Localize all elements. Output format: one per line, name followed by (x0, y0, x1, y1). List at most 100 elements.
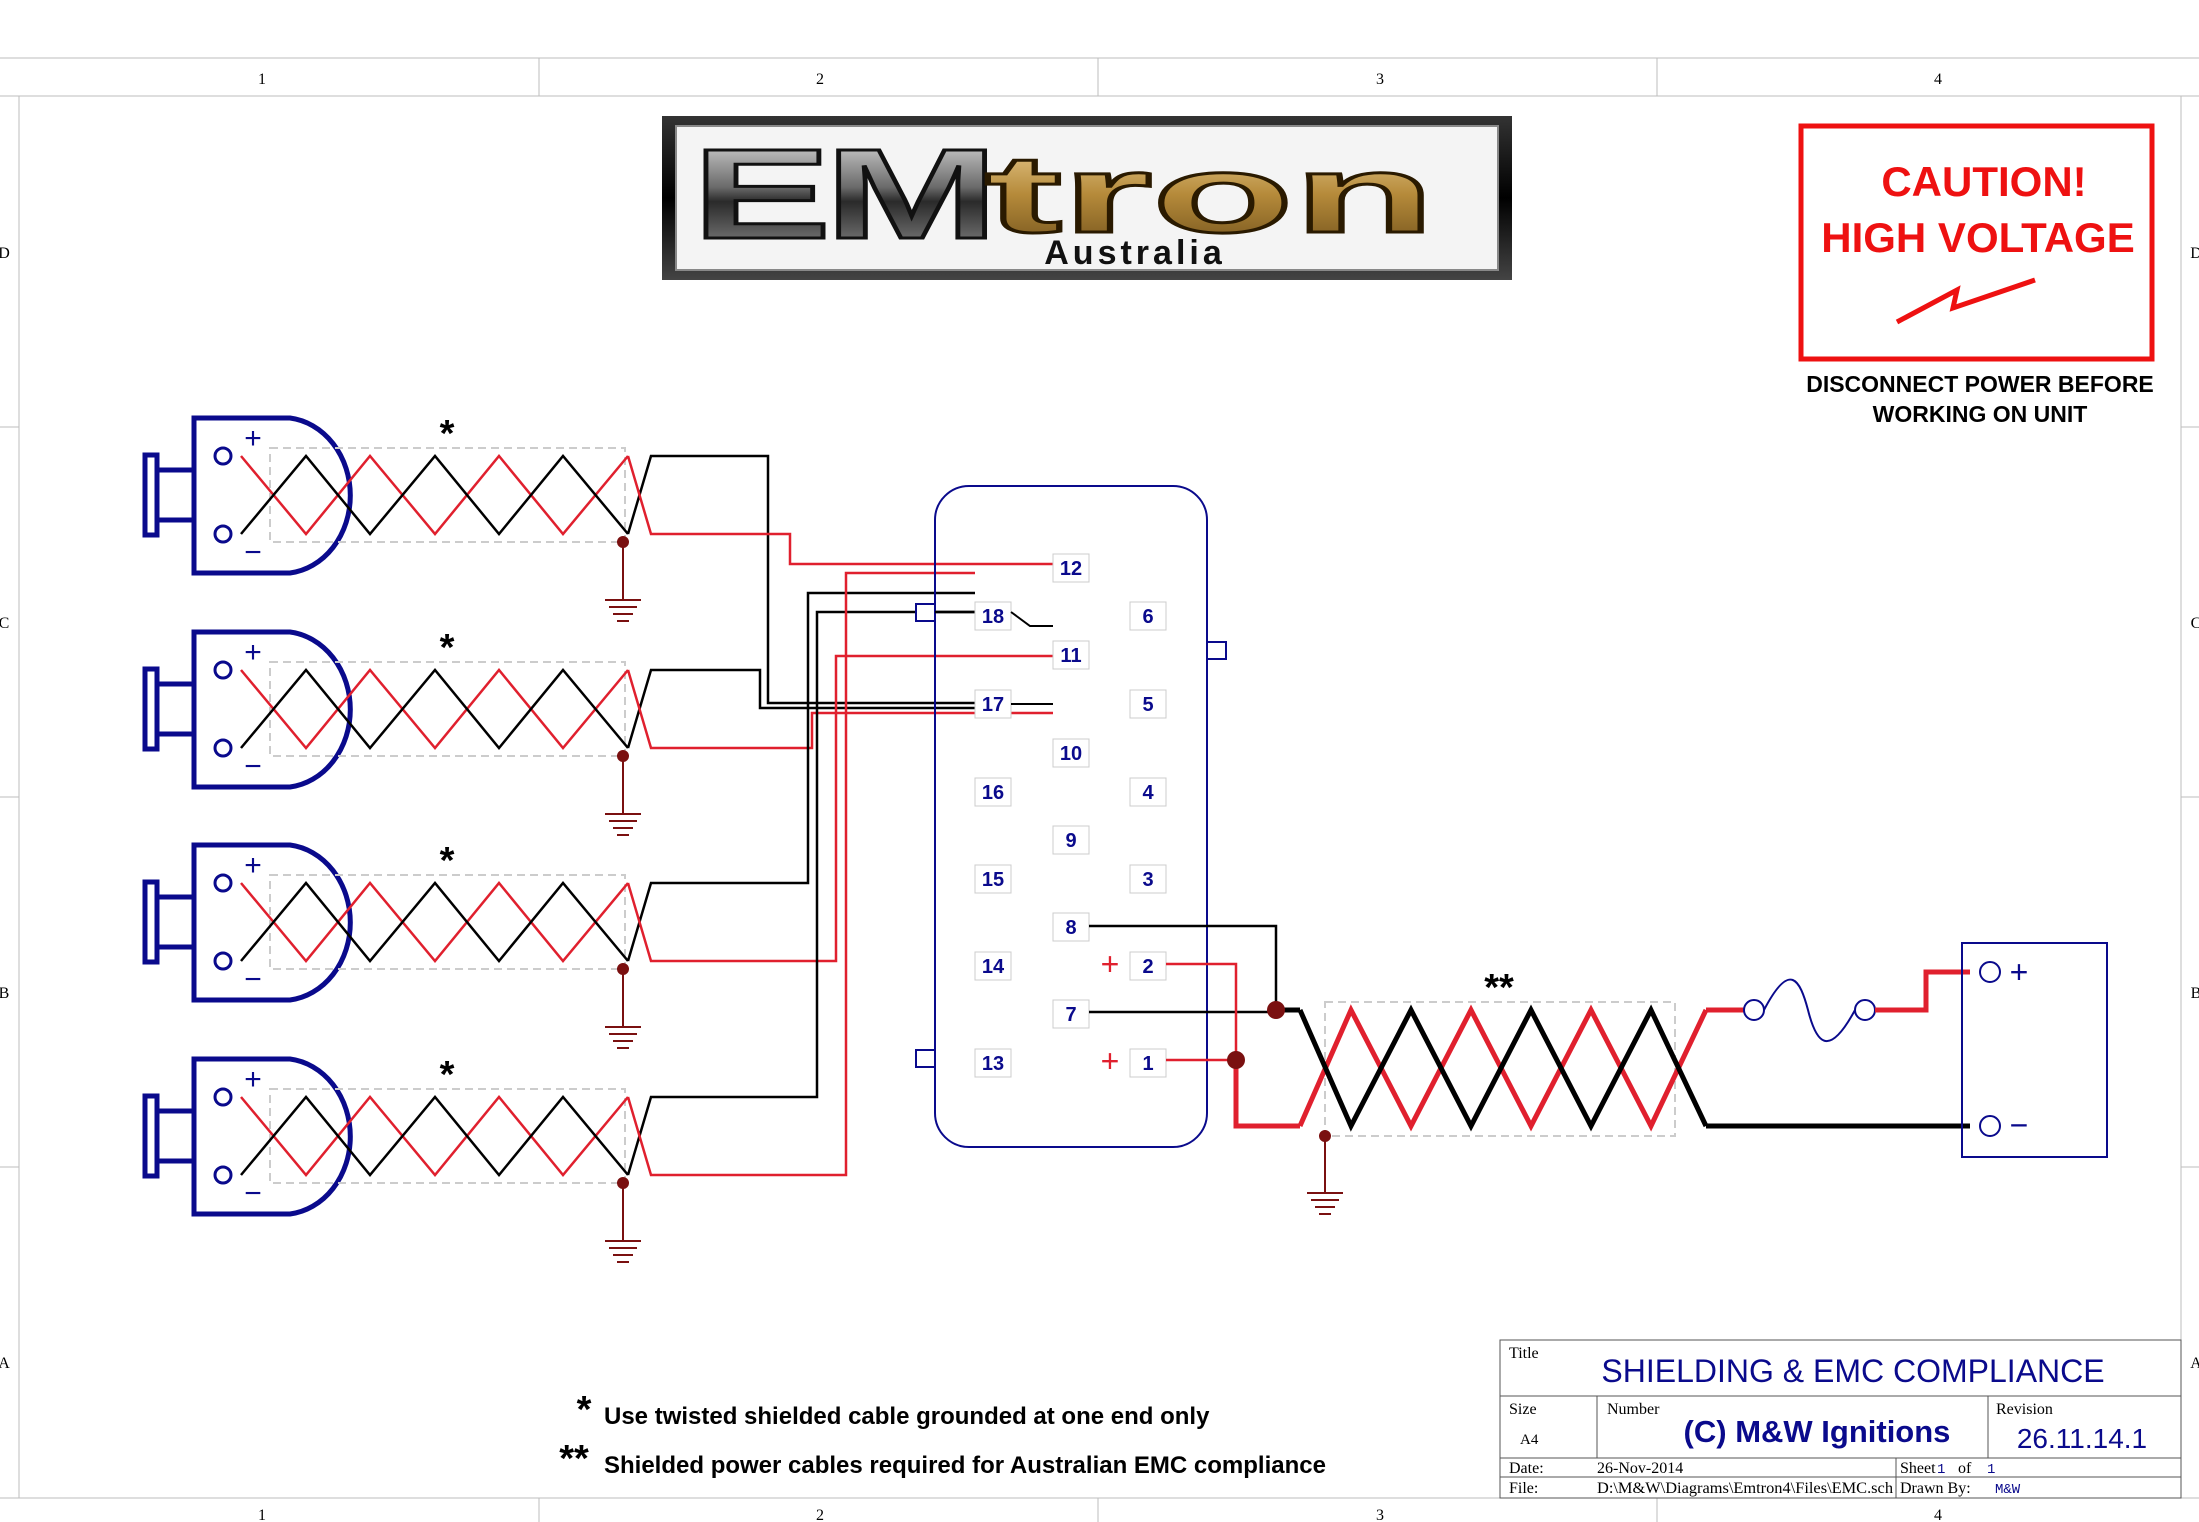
drawn-label: Drawn By: (1900, 1480, 1971, 1497)
emtron-logo: EM tron Australia (662, 116, 1512, 280)
sensor-1: + − * (142, 413, 1053, 705)
sensor-minus: − (244, 1177, 262, 1210)
wire-black (626, 591, 975, 962)
twisted-pair-black (240, 1095, 629, 1177)
title-block: Title Size Number Revision A4 Date: 26-N… (1499, 1339, 2182, 1499)
grid-col-label: 4 (1934, 71, 1942, 88)
grid-col-label: 2 (816, 71, 824, 88)
drawing-number: (C) M&W Ignitions (1684, 1414, 1951, 1449)
svg-text:EM: EM (692, 123, 992, 266)
pin-7: 7 (1052, 999, 1090, 1029)
svg-text:10: 10 (1060, 743, 1082, 765)
warning-line2: HIGH VOLTAGE (1821, 214, 2134, 261)
wire-black (626, 610, 975, 1176)
pin-9: 9 (1052, 825, 1090, 855)
pin2-polarity: + (1101, 946, 1120, 982)
grid-row-label: D (2190, 245, 2199, 262)
sensor-4: + − * (142, 571, 975, 1263)
connector-internal-wires (1010, 611, 1053, 705)
pin-17: 17 (974, 689, 1012, 719)
svg-text:6: 6 (1142, 606, 1153, 628)
wire-red (626, 455, 1053, 566)
svg-text:17: 17 (982, 694, 1004, 716)
wire-red (626, 571, 975, 1177)
pin-16: 16 (974, 777, 1012, 807)
sensor-connector-icon (142, 842, 353, 1003)
twisted-pair-red (240, 668, 629, 750)
logo-subtext: Australia (1044, 234, 1226, 272)
file-label: File: (1509, 1480, 1538, 1497)
sheet-value: 1 (1937, 1462, 1945, 1478)
lightning-bolt-icon (1895, 277, 2036, 325)
battery-icon: + − (1961, 942, 2108, 1158)
pin-18: 18 (974, 601, 1012, 631)
size-value: A4 (1520, 1432, 1539, 1448)
pin-8: 8 (1052, 912, 1090, 942)
wire-black (626, 454, 975, 705)
power-cable: ** (1297, 967, 1970, 1215)
wire-pin2 (1166, 962, 1238, 1060)
grid-col-label: 3 (1376, 1507, 1384, 1522)
power-red-lead (1233, 1060, 1300, 1129)
drawing-title: SHIELDING & EMC COMPLIANCE (1601, 1353, 2104, 1389)
svg-text:3: 3 (1142, 869, 1153, 891)
twisted-pair-red (240, 881, 629, 963)
ground-icon (605, 536, 641, 622)
pin-3: 3 (1129, 864, 1167, 894)
twisted-cable-marker: * (440, 413, 455, 455)
grid-row-label: A (2190, 1355, 2199, 1372)
grid-row-label: C (0, 615, 9, 632)
sheet-label: Sheet (1900, 1460, 1936, 1477)
twisted-cable-marker: * (440, 840, 455, 882)
svg-text:12: 12 (1060, 558, 1082, 580)
wire-pin8 (1089, 924, 1278, 1010)
svg-text:tron: tron (985, 133, 1435, 256)
sensor-plus: + (244, 422, 262, 455)
size-label: Size (1509, 1401, 1537, 1418)
warning-note-line2: WORKING ON UNIT (1873, 401, 2088, 427)
svg-text:1: 1 (1142, 1053, 1153, 1075)
twisted-pair-black (240, 668, 629, 750)
cable-shield (269, 447, 626, 543)
revision-label: Revision (1996, 1401, 2053, 1418)
twisted-pair-black (240, 454, 629, 536)
junction-dot (1227, 1051, 1245, 1069)
svg-text:16: 16 (982, 782, 1004, 804)
pin-6: 6 (1129, 601, 1167, 631)
grid-col-label: 3 (1376, 71, 1384, 88)
notes: * Use twisted shielded cable grounded at… (559, 1389, 1326, 1480)
pin-4: 4 (1129, 777, 1167, 807)
svg-text:14: 14 (982, 956, 1005, 978)
grid-labels: 1 2 3 4 1 2 3 4 D C B A D C B A (0, 71, 2199, 1522)
ground-icon (605, 1177, 641, 1263)
twisted-cable-marker: * (440, 1054, 455, 1096)
wire-black (626, 668, 975, 749)
svg-text:2: 2 (1142, 956, 1153, 978)
battery-minus: − (2010, 1107, 2029, 1143)
pin-15: 15 (974, 864, 1012, 894)
svg-text:13: 13 (982, 1053, 1004, 1075)
svg-text:11: 11 (1060, 645, 1081, 667)
pin-5: 5 (1129, 689, 1167, 719)
sensor-connector-icon (142, 415, 353, 576)
pin-11: 11 (1052, 640, 1090, 670)
date-value: 26-Nov-2014 (1597, 1460, 1683, 1477)
twisted-cable-marker: * (440, 627, 455, 669)
ground-icon (605, 963, 641, 1049)
high-voltage-warning: CAUTION! HIGH VOLTAGE DISCONNECT POWER B… (1798, 123, 2155, 427)
grid-row-label: D (0, 245, 10, 262)
sensor-plus: + (244, 1063, 262, 1096)
pin-13: 13 (974, 1048, 1012, 1078)
sensor-plus: + (244, 636, 262, 669)
warning-note-line1: DISCONNECT POWER BEFORE (1806, 371, 2154, 397)
sensor-connector-icon (142, 1056, 353, 1217)
svg-text:7: 7 (1065, 1004, 1076, 1026)
connector-pins: 12 18 6 11 17 5 10 16 4 9 15 3 8 14 2 7 … (974, 553, 1167, 1078)
note-2-text: Shielded power cables required for Austr… (604, 1452, 1326, 1479)
pin1-polarity: + (1101, 1043, 1120, 1079)
twisted-pair-black (240, 881, 629, 963)
pin-12: 12 (1052, 553, 1090, 583)
battery-plus: + (2010, 954, 2029, 990)
twisted-pair-red (240, 1095, 629, 1177)
